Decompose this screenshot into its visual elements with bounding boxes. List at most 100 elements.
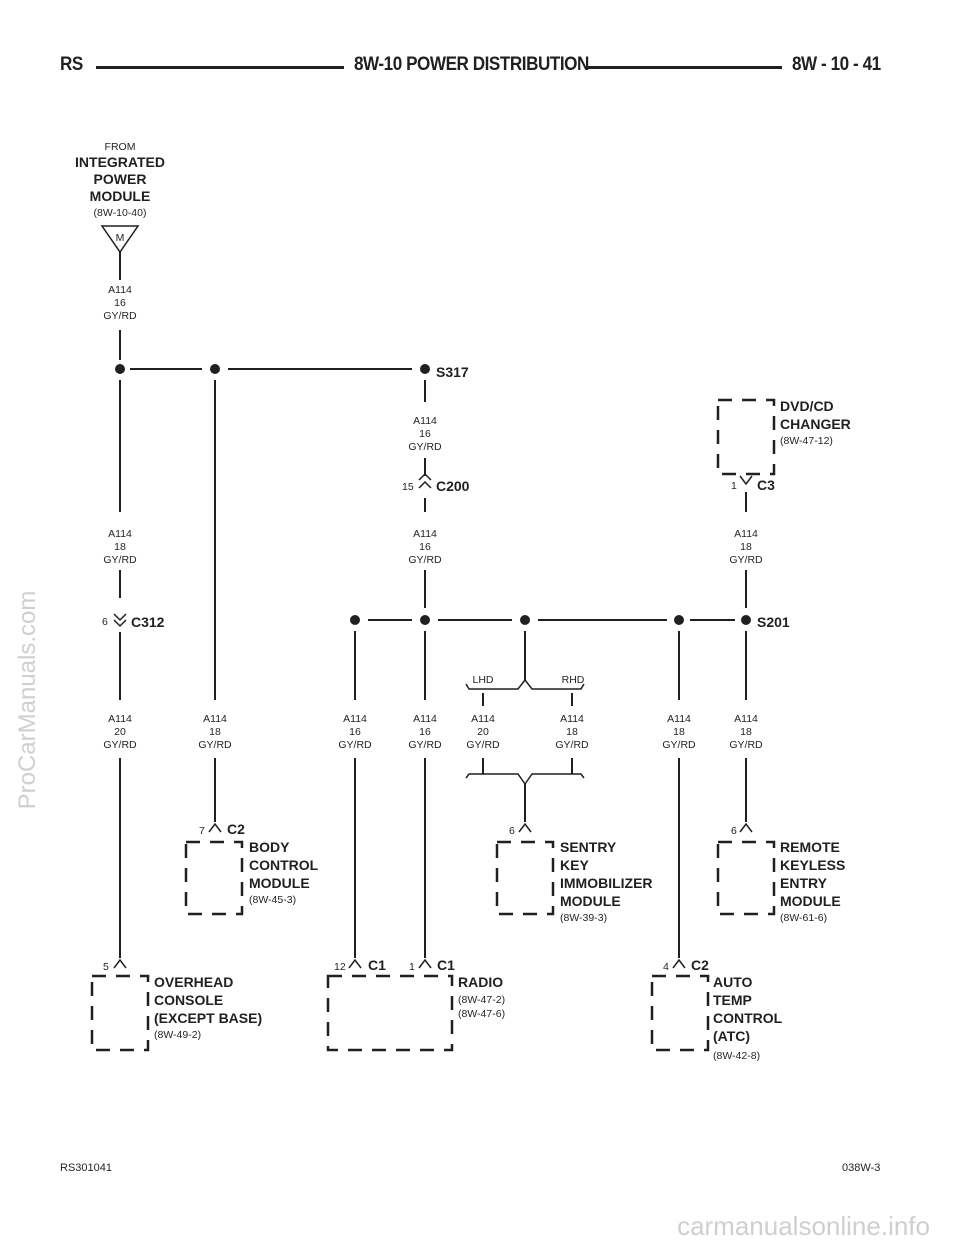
module-name-line: OVERHEAD <box>154 974 233 990</box>
module-name-line: BODY <box>249 839 290 855</box>
module-name-line: CONTROL <box>713 1010 783 1026</box>
module-name-line: DVD/CD <box>780 398 834 414</box>
rke-module-box <box>716 840 776 916</box>
module-ref: (8W-61-6) <box>780 912 827 924</box>
wire-gauge: 18 <box>566 726 578 738</box>
sentry-module-box <box>495 840 555 916</box>
wire-color: GY/RD <box>338 739 372 751</box>
connector-triangle-icon <box>100 225 140 254</box>
wire-gauge: 20 <box>477 726 489 738</box>
module-name-line: MODULE <box>560 893 621 909</box>
source-name-line: INTEGRATED <box>75 154 165 170</box>
wire-gauge: 18 <box>209 726 221 738</box>
module-name-line: AUTO <box>713 974 753 990</box>
module-ref: (8W-39-3) <box>560 912 607 924</box>
pin-number: 12 <box>334 961 346 973</box>
source-name-line: POWER <box>94 171 147 187</box>
header-rule-left <box>96 66 344 69</box>
watermark-bottom: carmanualsonline.info <box>677 1211 930 1241</box>
pin-number: 6 <box>731 825 737 837</box>
wire-color: GY/RD <box>662 739 696 751</box>
pin-number: 5 <box>103 961 109 973</box>
splice-dot <box>420 364 430 374</box>
connector-symbol-icon <box>672 958 686 969</box>
wire-gauge: 18 <box>114 541 126 553</box>
wire-gauge: 16 <box>349 726 361 738</box>
connector-symbol-icon <box>113 613 127 622</box>
connector-symbol-icon <box>348 958 362 969</box>
connector-name: C3 <box>757 477 775 493</box>
pin-number: 6 <box>102 616 108 628</box>
overhead-module-box <box>90 974 150 1052</box>
module-name-line: KEYLESS <box>780 857 845 873</box>
module-ref: (8W-42-8) <box>713 1050 760 1062</box>
wire-color: GY/RD <box>103 310 137 322</box>
module-ref: (8W-47-2) <box>458 994 505 1006</box>
wire-code: A114 <box>413 528 437 540</box>
module-name-line: RADIO <box>458 974 503 990</box>
wire-code: A114 <box>734 713 758 725</box>
splice-label: S201 <box>757 614 790 630</box>
module-name-line: MODULE <box>249 875 310 891</box>
connector-name: C2 <box>227 821 245 837</box>
wire-code: A114 <box>560 713 584 725</box>
connector-name: C1 <box>437 957 455 973</box>
source-ref: (8W-10-40) <box>94 207 147 219</box>
wire-color: GY/RD <box>729 739 763 751</box>
wire-code: A114 <box>667 713 691 725</box>
dvd-module-box <box>716 398 776 476</box>
wire-gauge: 18 <box>740 726 752 738</box>
wire-gauge: 16 <box>419 541 431 553</box>
connector-name: C200 <box>436 478 470 494</box>
connector-name: C1 <box>368 957 386 973</box>
figure-id: RS301041 <box>60 1162 112 1174</box>
module-ref: (8W-49-2) <box>154 1029 201 1041</box>
pin-number: 4 <box>663 961 669 973</box>
connector-symbol-icon <box>518 822 532 833</box>
wire-gauge: 16 <box>114 297 126 309</box>
from-label: FROM <box>105 141 136 153</box>
wire-code: A114 <box>734 528 758 540</box>
bcm-module-box <box>184 840 244 916</box>
connector-symbol-icon <box>208 822 222 833</box>
splice-dot <box>210 364 220 374</box>
cavity-label: M <box>116 232 125 244</box>
wire-color: GY/RD <box>198 739 232 751</box>
pin-number: 15 <box>402 481 414 493</box>
page-title: 8W-10 POWER DISTRIBUTION <box>354 54 589 75</box>
wire-color: GY/RD <box>408 554 442 566</box>
wire-gauge: 18 <box>673 726 685 738</box>
wire-code: A114 <box>413 713 437 725</box>
connector-symbol-icon <box>113 619 127 628</box>
module-ref: (8W-47-12) <box>780 435 833 447</box>
wire-gauge: 16 <box>419 428 431 440</box>
wire-code: A114 <box>108 528 132 540</box>
variant-lhd: LHD <box>472 674 493 686</box>
connector-symbol-icon <box>739 822 753 833</box>
module-name-line: (ATC) <box>713 1028 750 1044</box>
module-name-line: CHANGER <box>780 416 851 432</box>
module-name-line: KEY <box>560 857 589 873</box>
splice-dot <box>420 615 430 625</box>
connector-symbol-icon <box>418 472 432 481</box>
connector-name: C312 <box>131 614 165 630</box>
splice-dot <box>741 615 751 625</box>
pin-number: 1 <box>731 480 737 492</box>
pin-number: 7 <box>199 825 205 837</box>
wire-code: A114 <box>108 284 132 296</box>
module-name-line: CONTROL <box>249 857 319 873</box>
header-rule-right <box>588 66 782 69</box>
wire-color: GY/RD <box>408 441 442 453</box>
wire-color: GY/RD <box>466 739 500 751</box>
page-number: 8W - 10 - 41 <box>792 54 881 75</box>
wire-gauge: 16 <box>419 726 431 738</box>
module-ref: (8W-45-3) <box>249 894 296 906</box>
splice-dot <box>350 615 360 625</box>
wire-color: GY/RD <box>103 739 137 751</box>
variant-rhd: RHD <box>562 674 585 686</box>
module-ref: (8W-47-6) <box>458 1008 505 1020</box>
atc-module-box <box>650 974 710 1052</box>
figure-code: 038W-3 <box>842 1162 881 1174</box>
connector-symbol-icon <box>113 958 127 969</box>
connector-symbol-icon <box>418 958 432 969</box>
